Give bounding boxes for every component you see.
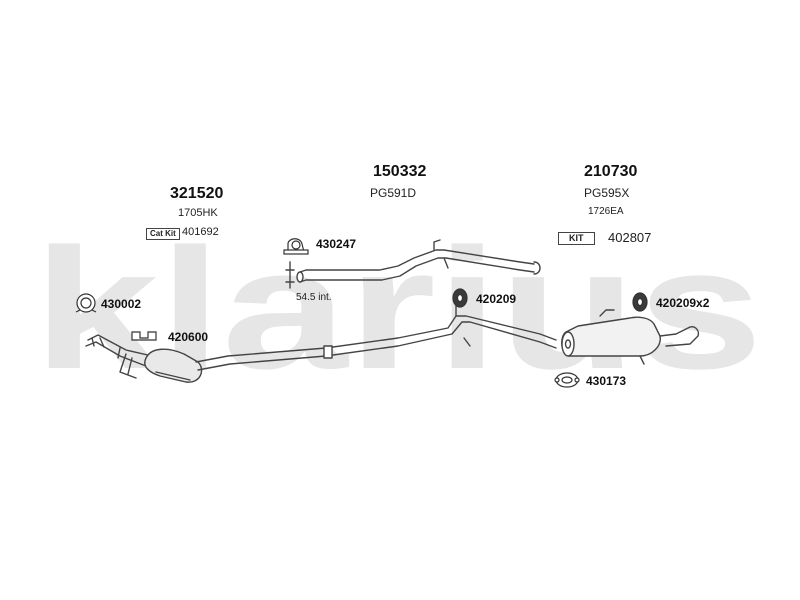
kit-code: 402807 — [608, 230, 652, 245]
intermediate-pipe — [296, 239, 541, 283]
bracket-icon — [131, 331, 157, 341]
part-code: PG595X — [584, 186, 630, 200]
clamp-ring-icon — [554, 372, 580, 388]
fitting-label-420209x2: 420209x2 — [656, 296, 710, 310]
gasket-icon — [75, 293, 97, 313]
part-code: PG591D — [370, 186, 417, 200]
fitting-label-430002: 430002 — [101, 297, 142, 311]
fitting-label-430173: 430173 — [586, 374, 627, 388]
part-code: 1705HK — [178, 207, 218, 219]
rubber-mount-icon — [632, 292, 648, 312]
dimension-note: 54.5 int. — [296, 292, 332, 303]
part-number-321520: 321520 — [170, 185, 224, 202]
part-subcode: 1726EA — [588, 206, 624, 217]
brand-watermark: klarius — [33, 213, 763, 405]
cat-kit-badge: Cat Kit — [146, 228, 180, 240]
fitting-label-430247: 430247 — [316, 237, 357, 251]
clamp-icon — [283, 238, 309, 255]
part-number-150332: 150332 — [373, 163, 427, 180]
rear-silencer — [561, 309, 700, 365]
fitting-label-420209: 420209 — [476, 292, 517, 306]
kit-badge: KIT — [558, 232, 595, 245]
dimension-marker — [285, 261, 295, 289]
rubber-mount-icon — [452, 288, 468, 308]
front-pipe-with-catalyst — [85, 303, 557, 383]
part-number-210730: 210730 — [584, 163, 638, 180]
fitting-label-420600: 420600 — [168, 330, 209, 344]
kit-code: 401692 — [182, 226, 219, 238]
